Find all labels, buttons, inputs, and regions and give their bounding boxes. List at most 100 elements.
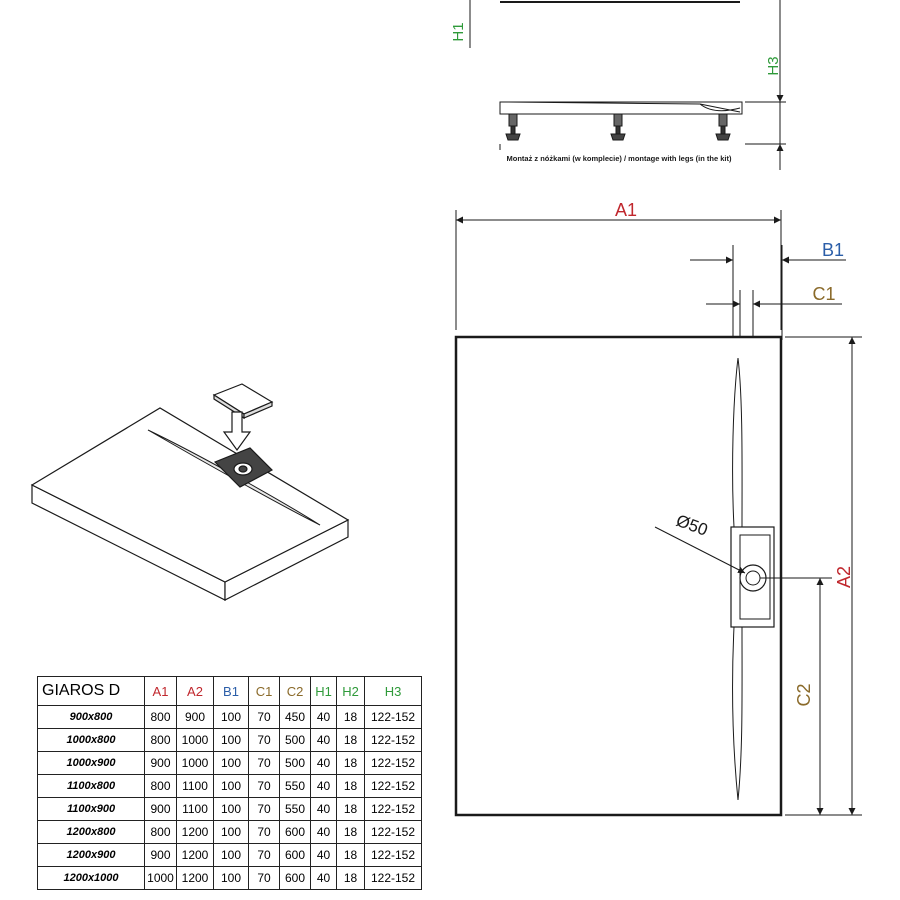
- header-a1: A1: [144, 676, 177, 706]
- side-view-top: [469, 0, 781, 48]
- table-cell: 900: [176, 705, 214, 729]
- table-cell: 18: [336, 751, 365, 775]
- header-c1: C1: [248, 676, 280, 706]
- table-cell: 40: [310, 705, 337, 729]
- table-cell: 900: [144, 843, 177, 867]
- b1-label: B1: [822, 240, 844, 260]
- table-cell: 1100: [176, 774, 214, 798]
- c2-label: C2: [794, 683, 814, 706]
- table-cell: 40: [310, 843, 337, 867]
- table-cell-model: 1100x800: [37, 774, 145, 798]
- table-cell: 122-152: [364, 820, 422, 844]
- table-cell: 70: [248, 820, 280, 844]
- h3-label: H3: [765, 56, 782, 75]
- table-cell: 18: [336, 774, 365, 798]
- h1-label: H1: [450, 22, 467, 41]
- table-cell-model: 1200x800: [37, 820, 145, 844]
- table-cell: 70: [248, 843, 280, 867]
- table-cell: 800: [144, 705, 177, 729]
- table-cell: 100: [213, 843, 249, 867]
- table-cell: 40: [310, 866, 337, 890]
- header-b1: B1: [213, 676, 249, 706]
- table-cell: 70: [248, 774, 280, 798]
- table-cell: 1200: [176, 843, 214, 867]
- diameter-callout: [654, 526, 746, 574]
- table-cell-model: 1200x1000: [37, 866, 145, 890]
- leg-left: [505, 113, 521, 141]
- tray-top-view: [454, 335, 783, 817]
- table-cell: 100: [213, 820, 249, 844]
- table-cell: 900: [144, 751, 177, 775]
- table-cell: 100: [213, 751, 249, 775]
- table-cell: 100: [213, 728, 249, 752]
- table-cell-model: 1100x900: [37, 797, 145, 821]
- table-cell: 18: [336, 797, 365, 821]
- table-cell: 40: [310, 797, 337, 821]
- table-cell: 18: [336, 820, 365, 844]
- table-cell: 40: [310, 774, 337, 798]
- table-cell: 100: [213, 866, 249, 890]
- table-cell: 70: [248, 728, 280, 752]
- table-header-row: GIAROS D A1 A2 B1 C1 C2 H1 H2 H3: [37, 676, 422, 706]
- a1-dimension: [455, 210, 782, 330]
- table-cell: 100: [213, 705, 249, 729]
- montage-caption: Montaż z nóżkami (w komplecie) / montage…: [506, 154, 732, 163]
- table-cell: 600: [279, 820, 311, 844]
- table-cell: 122-152: [364, 843, 422, 867]
- table-cell: 600: [279, 843, 311, 867]
- table-cell: 450: [279, 705, 311, 729]
- table-cell: 1000: [144, 866, 177, 890]
- table-cell: 70: [248, 705, 280, 729]
- table-cell-model: 900x800: [37, 705, 145, 729]
- table-cell: 122-152: [364, 797, 422, 821]
- table-cell: 70: [248, 751, 280, 775]
- table-cell: 500: [279, 728, 311, 752]
- table-cell: 550: [279, 797, 311, 821]
- header-a2: A2: [176, 676, 214, 706]
- down-arrow-icon: [222, 411, 252, 452]
- isometric-view: [30, 383, 350, 601]
- table-cell: 70: [248, 797, 280, 821]
- leg-right: [715, 113, 731, 141]
- leg-middle: [610, 113, 626, 141]
- table-cell-model: 1000x900: [37, 751, 145, 775]
- a2-label: A2: [834, 566, 854, 588]
- header-h1: H1: [310, 676, 337, 706]
- table-cell: 122-152: [364, 774, 422, 798]
- header-model: GIAROS D: [37, 676, 145, 706]
- table-cell: 40: [310, 820, 337, 844]
- table-cell: 1000: [176, 751, 214, 775]
- table-cell: 122-152: [364, 866, 422, 890]
- table-cell: 550: [279, 774, 311, 798]
- table-cell: 40: [310, 728, 337, 752]
- table-cell: 18: [336, 705, 365, 729]
- table-cell: 1000: [176, 728, 214, 752]
- a1-label: A1: [615, 200, 637, 220]
- table-cell: 70: [248, 866, 280, 890]
- table-cell: 800: [144, 820, 177, 844]
- table-cell: 18: [336, 843, 365, 867]
- table-cell: 40: [310, 751, 337, 775]
- table-cell: 18: [336, 866, 365, 890]
- table-cell: 100: [213, 774, 249, 798]
- header-c2: C2: [279, 676, 311, 706]
- table-cell: 1200: [176, 866, 214, 890]
- table-cell: 100: [213, 797, 249, 821]
- table-cell: 122-152: [364, 751, 422, 775]
- c2-dimension: [760, 577, 832, 816]
- side-view-legs: [499, 0, 786, 170]
- table-cell: 900: [144, 797, 177, 821]
- table-cell: 1100: [176, 797, 214, 821]
- table-cell: 600: [279, 866, 311, 890]
- header-h3: H3: [364, 676, 422, 706]
